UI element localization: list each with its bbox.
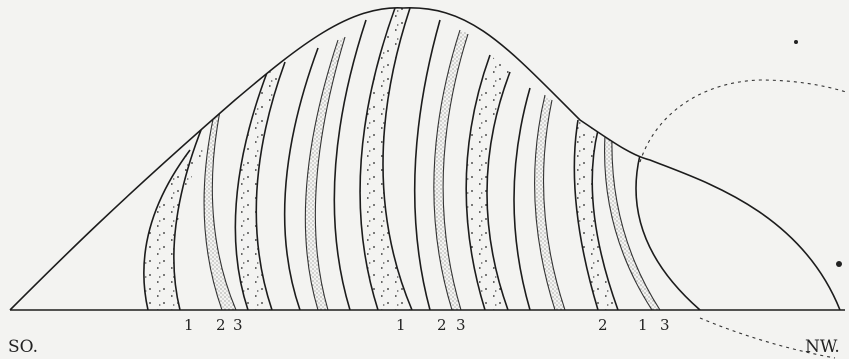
boundary-line — [514, 88, 530, 310]
layer-marker: 3 — [456, 316, 466, 334]
direction-southwest-label: SO. — [8, 337, 38, 357]
dot-mark — [794, 40, 798, 44]
fine-band — [305, 37, 345, 310]
layer-marker: 2 — [598, 316, 608, 334]
dot-mark — [836, 261, 842, 267]
layer-marker: 2 — [216, 316, 226, 334]
direction-northwest-label: NW. — [805, 337, 840, 357]
layer-marker: 1 — [638, 316, 648, 334]
projected-outline — [640, 80, 846, 162]
layer-marker: 1 — [184, 316, 194, 334]
layer-marker: 3 — [233, 316, 243, 334]
layer-boundaries — [144, 8, 700, 310]
layer-marker: 3 — [660, 316, 670, 334]
coarse-band — [360, 8, 412, 310]
coarse-band — [235, 62, 285, 310]
fine-band — [204, 106, 236, 310]
layer-marker: 1 — [396, 316, 406, 334]
layer-marker: 2 — [437, 316, 447, 334]
hill-outline — [10, 8, 840, 310]
